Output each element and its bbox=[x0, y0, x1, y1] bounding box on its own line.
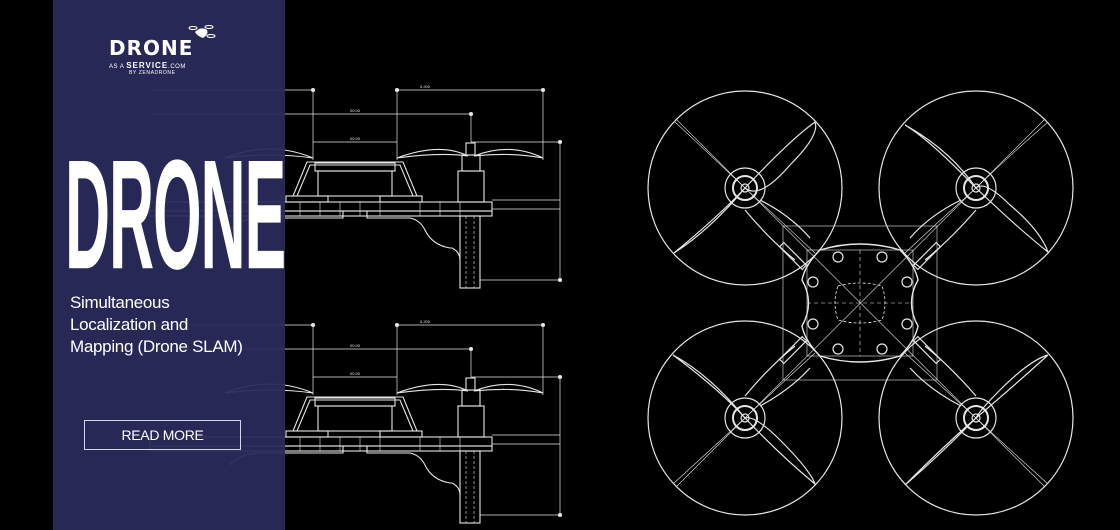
drone-top-view bbox=[647, 90, 1074, 516]
logo-tagline-prefix: AS A bbox=[109, 64, 125, 70]
drone-icon bbox=[188, 25, 216, 38]
subtitle-line-3: Mapping (Drone SLAM) bbox=[70, 337, 243, 356]
subtitle-line-1: Simultaneous bbox=[70, 293, 170, 312]
brand-logo[interactable]: DRONE AS A SERVICE.COM BY ZENADRONE bbox=[109, 24, 219, 76]
logo-tagline: AS A SERVICE.COM bbox=[109, 61, 186, 70]
hero-title: DRONE bbox=[65, 127, 286, 303]
read-more-button[interactable]: READ MORE bbox=[84, 420, 241, 450]
logo-tagline-suffix: .COM bbox=[168, 64, 186, 70]
hero-panel: DRONE AS A SERVICE.COM BY ZENADRONE DRON… bbox=[53, 0, 286, 530]
subtitle-line-2: Localization and bbox=[70, 315, 189, 334]
hero-subtitle: Simultaneous Localization and Mapping (D… bbox=[70, 292, 290, 358]
logo-tagline-service: SERVICE bbox=[126, 61, 169, 70]
logo-byline: BY ZENADRONE bbox=[129, 70, 176, 76]
logo-wordmark: DRONE bbox=[109, 36, 194, 60]
